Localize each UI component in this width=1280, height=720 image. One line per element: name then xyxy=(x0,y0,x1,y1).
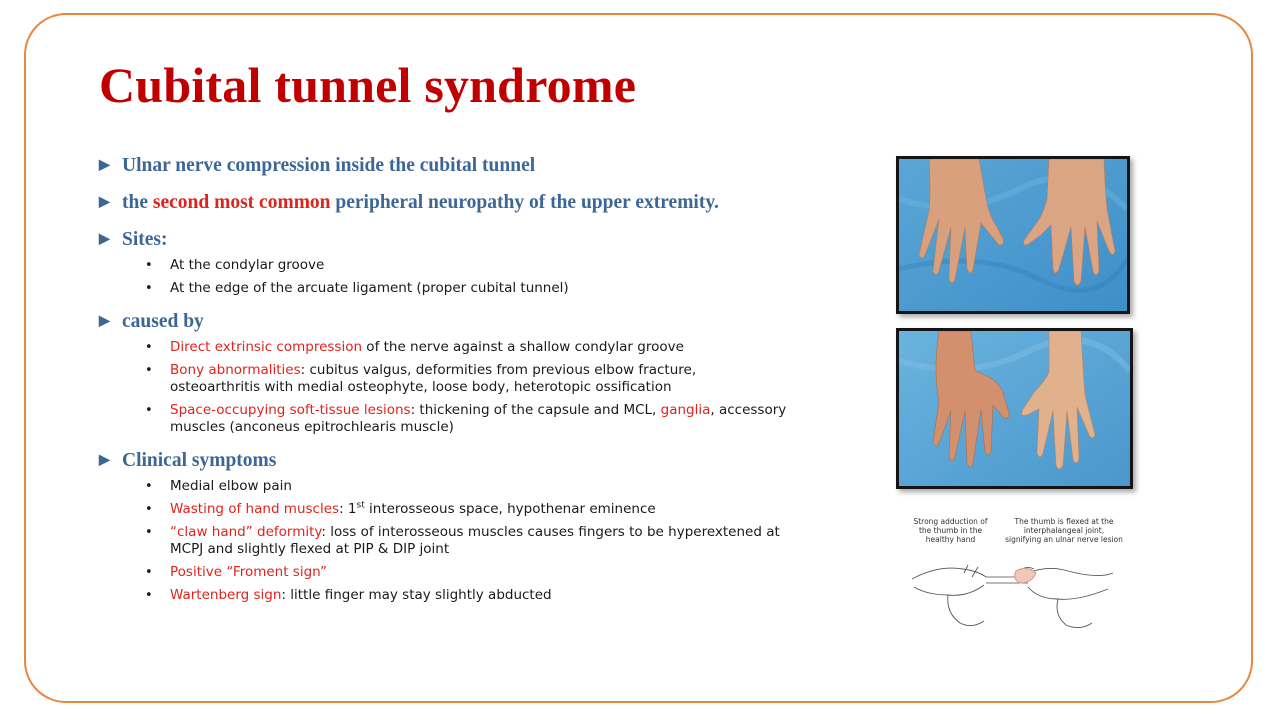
bullet-sites: ▶ Sites: xyxy=(99,229,789,251)
list-item: •At the condylar groove xyxy=(145,257,325,273)
list-item: •Space-occupying soft-tissue lesions: th… xyxy=(145,402,787,435)
triangle-bullet-icon: ▶ xyxy=(99,232,110,247)
list-item: •At the edge of the arcuate ligament (pr… xyxy=(145,280,569,296)
bullet-ulnar-compression: ▶ Ulnar nerve compression inside the cub… xyxy=(99,155,789,177)
list-item: •“claw hand” deformity: loss of inteross… xyxy=(145,524,780,557)
triangle-bullet-icon: ▶ xyxy=(99,195,110,210)
highlight-text: second most common xyxy=(152,192,331,213)
dot-bullet-icon: • xyxy=(145,340,153,355)
section-heading: caused by xyxy=(122,311,204,332)
dot-bullet-icon: • xyxy=(145,403,153,418)
dot-bullet-icon: • xyxy=(145,363,153,378)
dot-bullet-icon: • xyxy=(145,565,153,580)
section-heading: Clinical symptoms xyxy=(122,450,277,471)
bullet-caused-by: ▶ caused by xyxy=(99,311,789,333)
hands-palmar-illustration xyxy=(899,331,1130,486)
section-heading: Sites: xyxy=(122,229,168,250)
dot-bullet-icon: • xyxy=(145,588,153,603)
froment-sign-drawing xyxy=(911,564,1114,628)
dot-bullet-icon: • xyxy=(145,502,153,517)
list-item: •Wartenberg sign: little finger may stay… xyxy=(145,587,552,603)
list-item: •Direct extrinsic compression of the ner… xyxy=(145,339,684,355)
slide-title: Cubital tunnel syndrome xyxy=(99,57,637,113)
dot-bullet-icon: • xyxy=(145,281,153,296)
hands-palmar-photo xyxy=(896,328,1133,489)
hands-dorsal-illustration xyxy=(899,159,1127,311)
drawing-caption-left: Strong adduction of the thumb in the hea… xyxy=(913,517,988,544)
triangle-bullet-icon: ▶ xyxy=(99,158,110,173)
slide-content: ▶ Ulnar nerve compression inside the cub… xyxy=(99,155,789,604)
bullet-neuropathy: ▶ the second most common peripheral neur… xyxy=(99,192,719,213)
triangle-bullet-icon: ▶ xyxy=(99,453,110,468)
bullet-clinical-symptoms: ▶ Clinical symptoms xyxy=(99,450,789,472)
list-item: •Medial elbow pain xyxy=(145,478,292,494)
dot-bullet-icon: • xyxy=(145,525,153,540)
bullet-text: Ulnar nerve compression inside the cubit… xyxy=(122,155,536,176)
dot-bullet-icon: • xyxy=(145,258,153,273)
list-item: •Bony abnormalities: cubitus valgus, def… xyxy=(145,362,697,395)
hands-dorsal-photo xyxy=(896,156,1130,314)
triangle-bullet-icon: ▶ xyxy=(99,314,110,329)
list-item: •Wasting of hand muscles: 1st interosseo… xyxy=(145,500,656,517)
list-item: •Positive “Froment sign” xyxy=(145,564,327,580)
drawing-caption-right: The thumb is flexed at the interphalange… xyxy=(1005,517,1123,544)
dot-bullet-icon: • xyxy=(145,479,153,494)
